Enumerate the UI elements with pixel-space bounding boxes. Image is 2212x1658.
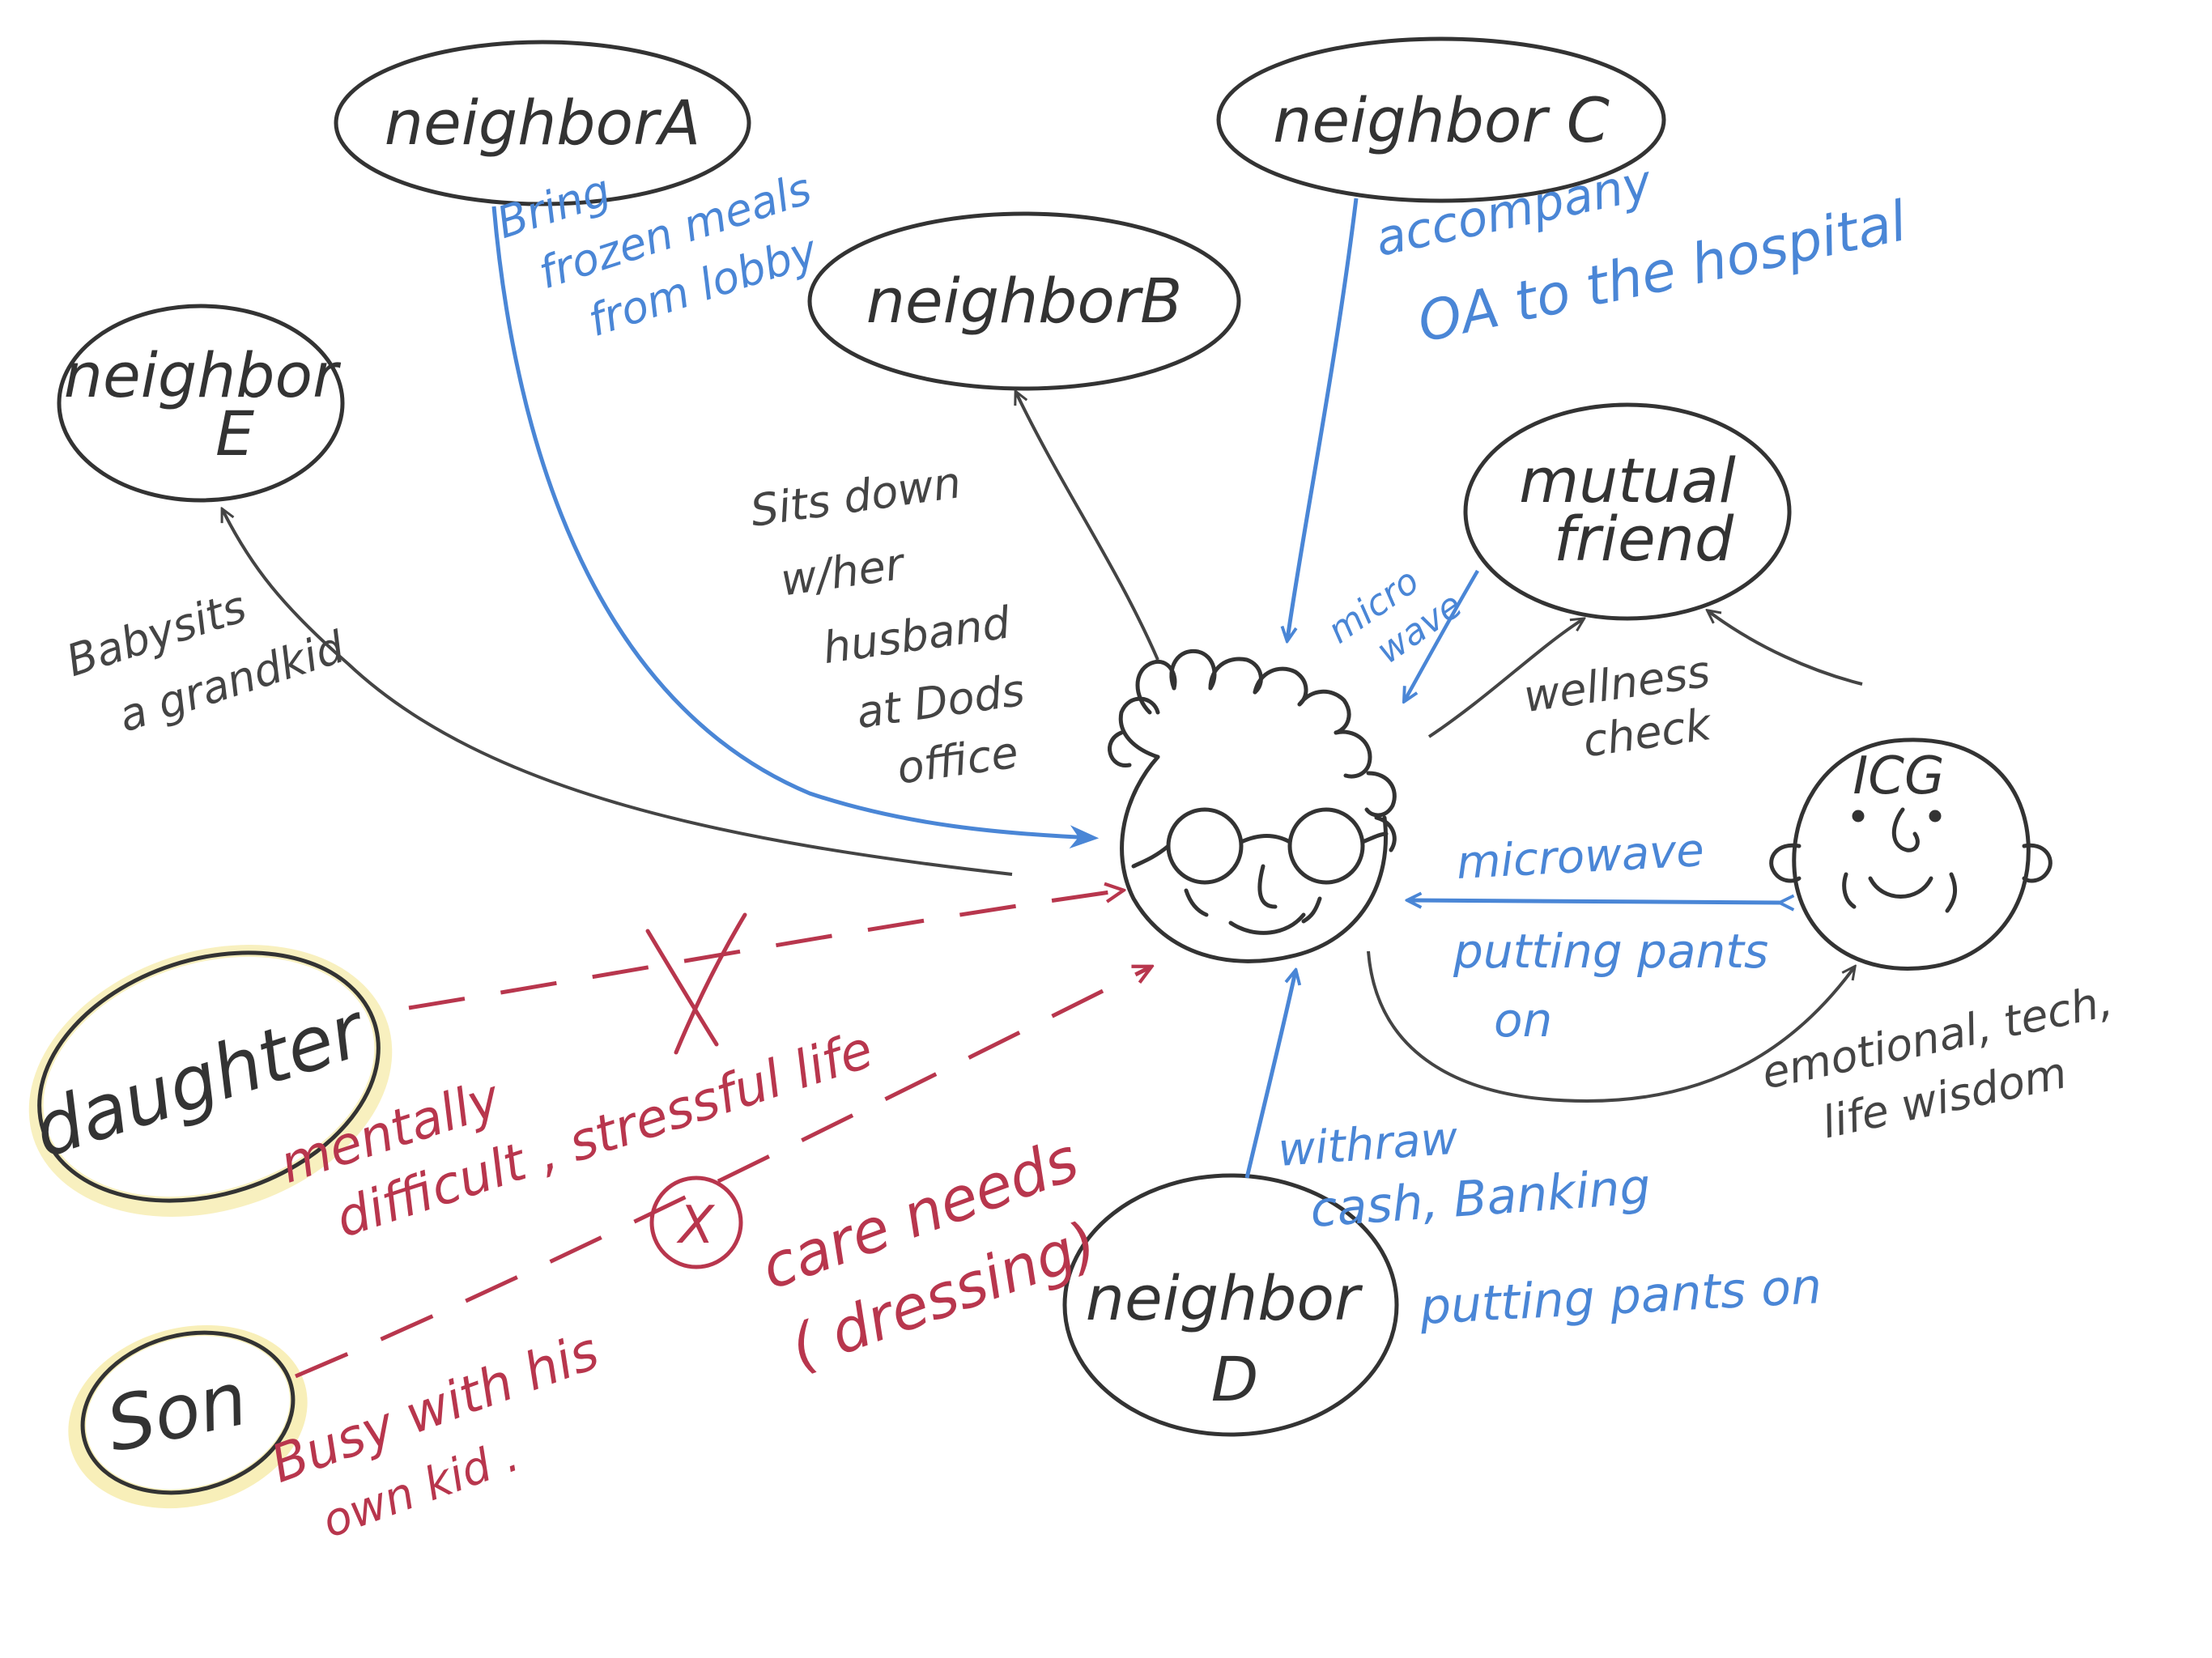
note-neighbor-b: Sits down w/her husband at Dods office xyxy=(747,457,1027,794)
edge-mutual-friend-to-oa xyxy=(1405,569,1479,700)
note-neighbor-b-4: at Dods xyxy=(853,665,1027,738)
note-wellness: wellness check xyxy=(1521,646,1716,767)
neighbor-d-label-1: neighbor xyxy=(1086,1262,1363,1334)
node-neighbor-b: neighborB xyxy=(807,211,1241,391)
node-neighbor-e: neighbor E xyxy=(57,304,345,503)
note-neighbor-b-3: husband xyxy=(819,597,1014,674)
note-neighbor-e: Babysits a grandkid xyxy=(60,581,351,742)
node-mutual-friend: mutual friend xyxy=(1463,402,1792,621)
note-son: Busy with his own kid . xyxy=(263,1321,606,1549)
note-icg-help: putting pants on xyxy=(1453,924,1768,1048)
neighbor-a-label: neighborA xyxy=(385,87,700,159)
edge-icg-to-mutual-friend xyxy=(1708,611,1863,686)
older-adult-face-icon xyxy=(1108,648,1397,963)
edge-icg-to-oa xyxy=(1409,900,1781,903)
mutual-friend-label-2: friend xyxy=(1554,503,1734,575)
note-neighbor-d-1: withraw xyxy=(1276,1112,1459,1177)
node-neighbor-a: neighborA xyxy=(334,40,751,206)
neighbor-b-label: neighborB xyxy=(866,265,1183,337)
node-daughter: daughter xyxy=(23,945,393,1217)
edge-neighbor-c-to-oa xyxy=(1287,198,1359,640)
note-neighbor-b-1: Sits down xyxy=(747,457,964,537)
neighbor-c-label: neighbor C xyxy=(1273,84,1610,156)
edge-daughter-to-oa xyxy=(408,891,1121,1010)
mutual-friend-label-1: mutual xyxy=(1519,444,1736,517)
note-mutual-friend-to-oa: micro wave xyxy=(1321,560,1470,672)
node-son: Son xyxy=(68,1324,308,1509)
neighbor-e-label-2: E xyxy=(215,397,254,470)
edge-oa-to-neighbor-b xyxy=(1016,393,1159,661)
edge-oa-to-neighbor-e xyxy=(223,510,1013,876)
note-neighbor-b-5: office xyxy=(894,727,1021,794)
edge-neighbor-a-to-oa xyxy=(491,206,1100,849)
edge-son-to-oa xyxy=(295,967,1150,1379)
note-icg-support: emotional, tech, life wisdom xyxy=(1758,975,2117,1148)
edge-oa-to-icg-support xyxy=(1367,950,1854,1103)
note-neighbor-b-2: w/her xyxy=(777,538,908,606)
node-neighbor-d: neighbor D xyxy=(1062,1173,1399,1437)
son-block-mark: X xyxy=(649,1175,743,1269)
icg-face-icon xyxy=(1769,738,2052,971)
note-neighbor-d-3: putting pants on xyxy=(1418,1258,1823,1336)
neighbor-e-label-1: neighbor xyxy=(64,339,342,411)
neighbor-d-label-2: D xyxy=(1211,1343,1259,1415)
daughter-block-mark xyxy=(645,912,747,1055)
node-neighbor-c: neighbor C xyxy=(1216,36,1666,203)
son-block-x: X xyxy=(676,1196,715,1256)
note-icg-help-1: putting pants xyxy=(1453,924,1768,979)
note-care-needs: care needs ( dressing) xyxy=(752,1124,1106,1383)
note-icg-help-2: on xyxy=(1494,993,1552,1048)
note-icg-microwave: microwave xyxy=(1455,824,1705,890)
edge-neighbor-d-to-oa xyxy=(1244,971,1295,1179)
edge-oa-to-mutual-friend xyxy=(1427,619,1583,738)
icg-label: ICG xyxy=(1853,746,1944,806)
